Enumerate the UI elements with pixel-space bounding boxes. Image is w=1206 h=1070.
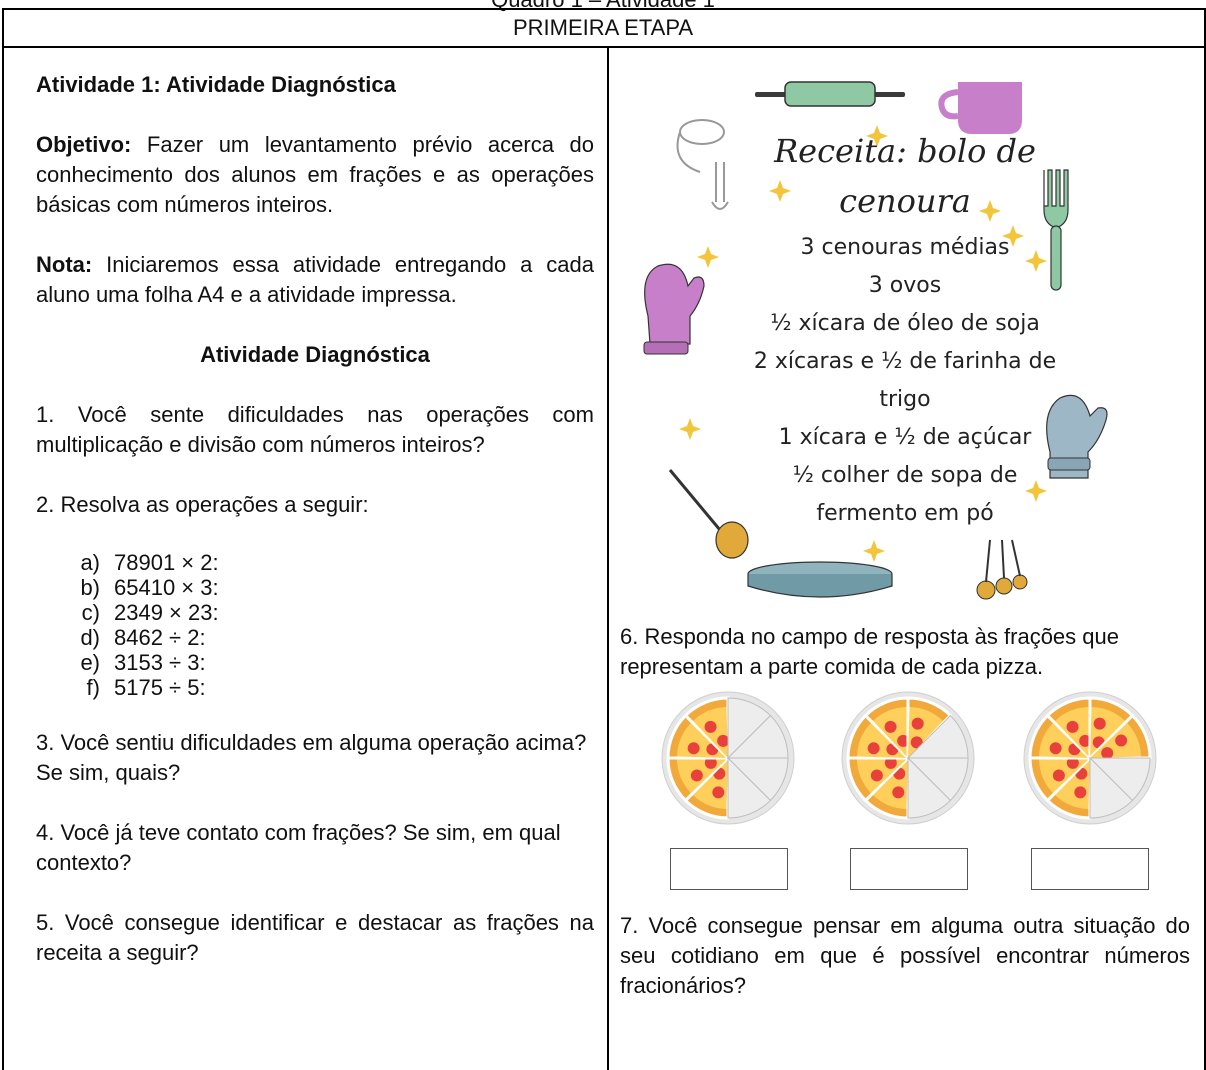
objective-text: Fazer um levantamento prévio acerca do c… <box>36 132 594 217</box>
pepperoni <box>1066 720 1079 733</box>
header-bottom-border <box>2 46 1206 48</box>
pepperoni <box>1049 742 1062 755</box>
rolling-pin-icon <box>755 81 905 107</box>
operation-item: d)8462 ÷ 2: <box>80 625 206 650</box>
cake-pan-icon <box>747 561 893 598</box>
pepperoni <box>1093 717 1106 730</box>
pepperoni <box>897 734 910 747</box>
pepperoni <box>1079 734 1092 747</box>
activity-title: Atividade 1: Atividade Diagnóstica <box>36 72 396 97</box>
recipe-decorations <box>643 81 1108 600</box>
table-right-border <box>1204 8 1206 1070</box>
oven-mitt-pink-icon <box>643 263 705 355</box>
note-text: Iniciaremos essa atividade entregando a … <box>36 252 594 307</box>
recipe-line: 1 xícara e ½ de açúcar <box>778 425 1032 450</box>
pepperoni <box>717 734 730 747</box>
pepperoni <box>911 717 924 730</box>
answer-box-pizza-3[interactable] <box>1031 848 1149 890</box>
pepperoni <box>690 769 703 782</box>
operation-item: e)3153 ÷ 3: <box>80 650 206 675</box>
right-column: Receita: bolo de cenoura 3 cenouras médi… <box>620 70 1190 1001</box>
recipe-line: ½ xícara de óleo de soja <box>770 311 1040 336</box>
pizza-3 <box>1023 691 1157 825</box>
pepperoni <box>870 769 883 782</box>
pizza-1 <box>661 691 795 825</box>
column-divider <box>607 46 609 1070</box>
pepperoni <box>1101 747 1114 760</box>
recipe-line: 3 cenouras médias <box>800 235 1010 260</box>
pepperoni <box>884 756 897 769</box>
recipe-line: fermento em pó <box>816 501 994 526</box>
ladle-icon <box>668 469 749 559</box>
section-title: Atividade Diagnóstica <box>200 342 430 367</box>
pepperoni <box>1066 756 1079 769</box>
oven-mitt-blue-icon <box>1046 394 1108 479</box>
question-4: 4. Você já teve contato com frações? Se … <box>36 820 561 875</box>
question-3: 3. Você sentiu dificuldades em alguma op… <box>36 730 587 785</box>
mixer-icon <box>676 119 729 210</box>
pepperoni <box>687 742 700 755</box>
pizza-illustrations <box>661 691 1157 825</box>
recipe-line: trigo <box>879 387 931 412</box>
measuring-spoons-icon <box>976 539 1028 600</box>
question-6: 6. Responda no campo de resposta às fraç… <box>620 624 1119 679</box>
operation-item: b)65410 × 3: <box>80 575 219 600</box>
recipe-line: ½ colher de sopa de <box>792 463 1018 488</box>
mug-icon <box>938 82 1022 134</box>
recipe-illustration: Receita: bolo de cenoura 3 cenouras médi… <box>620 70 1190 610</box>
operation-item: c)2349 × 23: <box>81 600 219 625</box>
pepperoni <box>1115 734 1128 747</box>
operation-item: f)5175 ÷ 5: <box>86 675 206 700</box>
eaten-slice <box>727 756 772 819</box>
pepperoni <box>704 756 717 769</box>
eaten-slice <box>1089 756 1134 819</box>
question-1: 1. Você sente dificuldades nas operações… <box>36 402 594 457</box>
objective-paragraph: Objetivo: Fazer um levantamento prévio a… <box>36 130 594 220</box>
sparkle-icons <box>679 125 1047 562</box>
objective-label: Objetivo: <box>36 132 132 157</box>
operations-list: a)78901 × 2: b)65410 × 3: c)2349 × 23: d… <box>36 550 594 700</box>
recipe-line: 3 ovos <box>868 273 942 298</box>
pepperoni <box>1052 769 1065 782</box>
pepperoni <box>892 786 905 799</box>
pepperoni <box>712 786 725 799</box>
recipe-title-line1: Receita: bolo de <box>774 132 1036 170</box>
eaten-slice <box>907 756 952 819</box>
left-column: Atividade 1: Atividade Diagnóstica Objet… <box>36 70 594 968</box>
pizza-2 <box>841 691 975 825</box>
note-paragraph: Nota: Iniciaremos essa atividade entrega… <box>36 250 594 310</box>
question-7: 7. Você consegue pensar em alguma outra … <box>620 913 1190 998</box>
note-label: Nota: <box>36 252 93 277</box>
recipe-title-line2: cenoura <box>839 182 971 220</box>
pepperoni <box>704 720 717 733</box>
figure-caption: Quadro 1 – Atividade 1 <box>0 0 1206 11</box>
pizza-figures <box>620 682 1190 897</box>
stage-title: PRIMEIRA ETAPA <box>512 15 694 40</box>
table-top-border <box>2 8 1206 10</box>
table-left-border <box>2 8 4 1070</box>
operation-item: a)78901 × 2: <box>80 550 219 575</box>
pepperoni <box>867 742 880 755</box>
answer-box-pizza-1[interactable] <box>670 848 788 890</box>
question-2: 2. Resolva as operações a seguir: <box>36 492 369 517</box>
pepperoni <box>910 736 923 749</box>
pepperoni <box>1074 786 1087 799</box>
recipe-line: 2 xícaras e ½ de farinha de <box>753 349 1057 374</box>
fork-icon <box>1043 169 1069 291</box>
question-5: 5. Você consegue identificar e destacar … <box>36 910 594 965</box>
answer-box-pizza-2[interactable] <box>850 848 968 890</box>
pepperoni <box>884 720 897 733</box>
